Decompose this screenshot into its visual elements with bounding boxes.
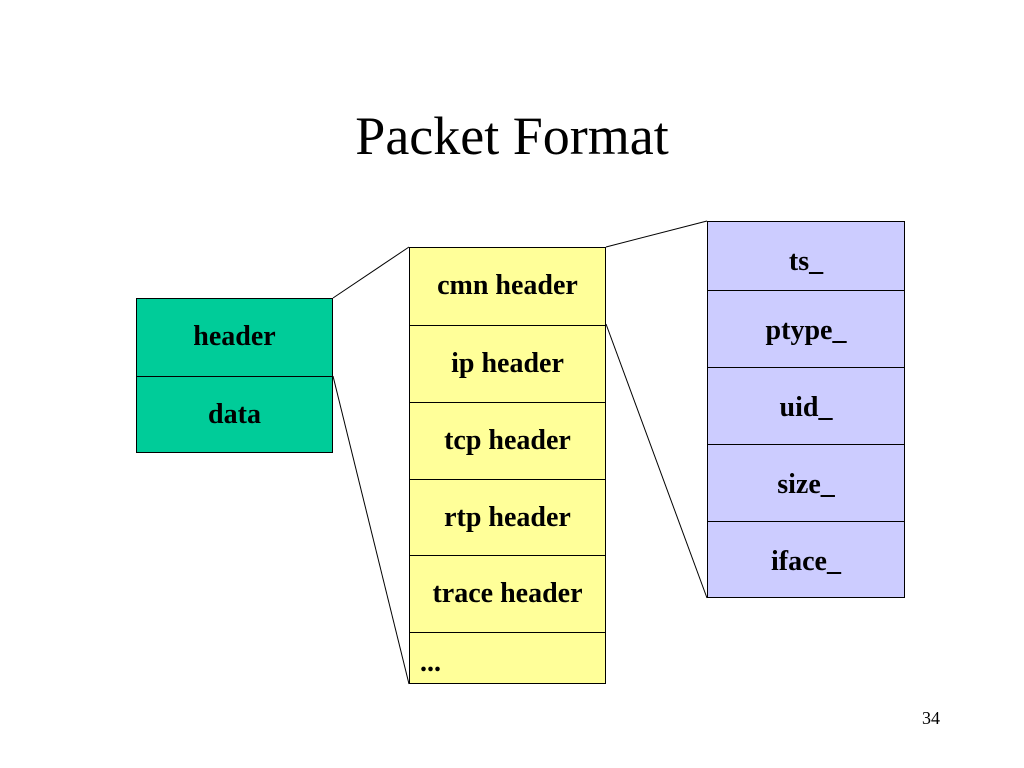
slide-number: 34 <box>922 708 940 728</box>
common-header-box: ts_ ptype_ uid_ size_ iface_ <box>707 221 905 598</box>
cmn-field-ts: ts_ <box>788 246 824 277</box>
header-field-tcp: tcp header <box>410 402 605 479</box>
connector-line-header-top <box>332 246 410 299</box>
cmn-field-size: size_ <box>708 444 904 521</box>
header-field-trace: trace header <box>410 555 605 632</box>
header-field-cmn: cmn header <box>437 270 578 301</box>
cmn-field-uid: uid_ <box>708 367 904 444</box>
cmn-field-iface: iface_ <box>708 521 904 598</box>
packet-field-data: data <box>137 376 332 453</box>
header-field-ellipsis: ... <box>410 632 605 684</box>
header-field-ip: ip header <box>410 325 605 402</box>
connector-line-cmn-top <box>605 220 708 248</box>
cmn-field-ptype: ptype_ <box>708 290 904 367</box>
packet-box: header data <box>136 298 333 453</box>
packet-field-header: header <box>193 321 276 352</box>
connector-line-cmn-bottom <box>605 323 708 599</box>
header-field-rtp: rtp header <box>410 479 605 556</box>
page-title: Packet Format <box>355 106 669 166</box>
connector-line-header-bottom <box>332 375 410 685</box>
header-stack-box: cmn header ip header tcp header rtp head… <box>409 247 606 684</box>
